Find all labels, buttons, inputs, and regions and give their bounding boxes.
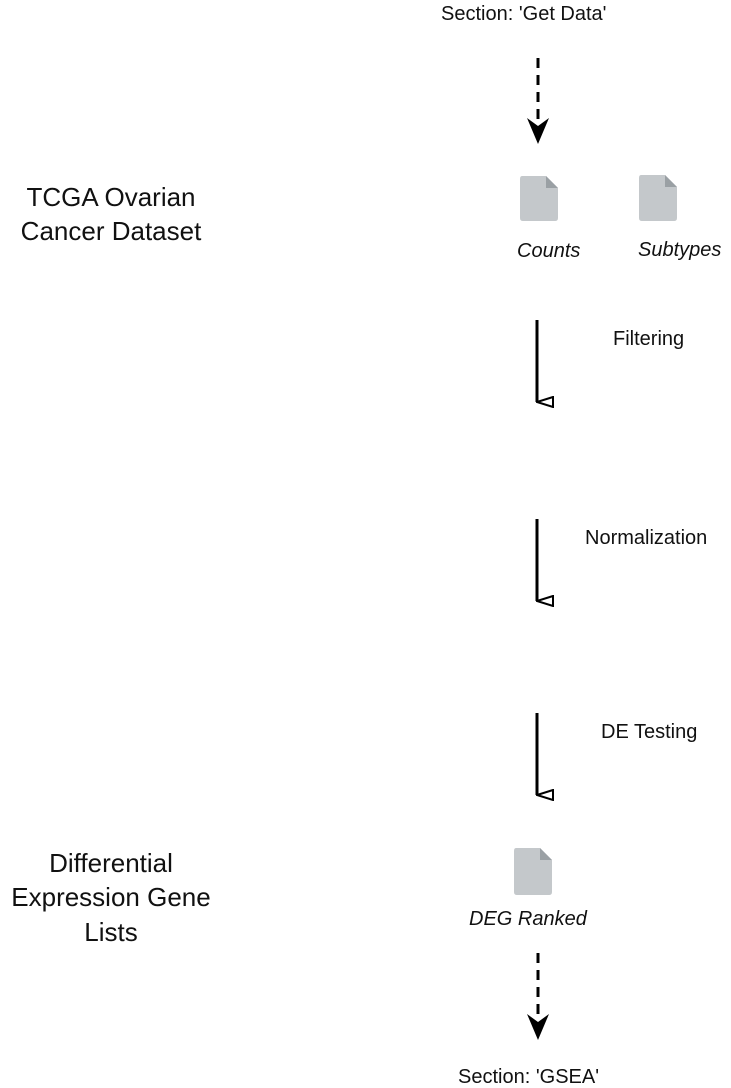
section-gsea-label: Section: 'GSEA' <box>458 1066 600 1088</box>
results-title: Differential Expression Gene Lists <box>0 846 222 949</box>
subtypes-file-label: Subtypes <box>638 239 722 261</box>
section-get-data-label: Section: 'Get Data' <box>441 3 607 25</box>
dashed-arrow-top <box>527 58 549 144</box>
results-title-line3: Lists <box>84 916 138 947</box>
dataset-title: TCGA Ovarian Cancer Dataset <box>0 180 222 249</box>
filtering-step-label: Filtering <box>613 328 685 350</box>
results-title-line2: Expression Gene <box>11 882 211 913</box>
deg-ranked-file-icon <box>514 848 552 895</box>
dashed-arrow-bottom <box>527 953 549 1040</box>
dataset-title-line1: TCGA Ovarian <box>26 182 196 212</box>
dataset-title-line2: Cancer Dataset <box>20 216 202 247</box>
counts-file-icon <box>520 176 558 221</box>
results-title-line1: Differential <box>49 848 173 878</box>
counts-file-label: Counts <box>517 240 581 262</box>
deg-ranked-file-label: DEG Ranked <box>469 908 587 930</box>
de-testing-step-label: DE Testing <box>601 721 698 743</box>
subtypes-file-icon <box>639 175 677 221</box>
normalization-step-label: Normalization <box>585 527 708 549</box>
